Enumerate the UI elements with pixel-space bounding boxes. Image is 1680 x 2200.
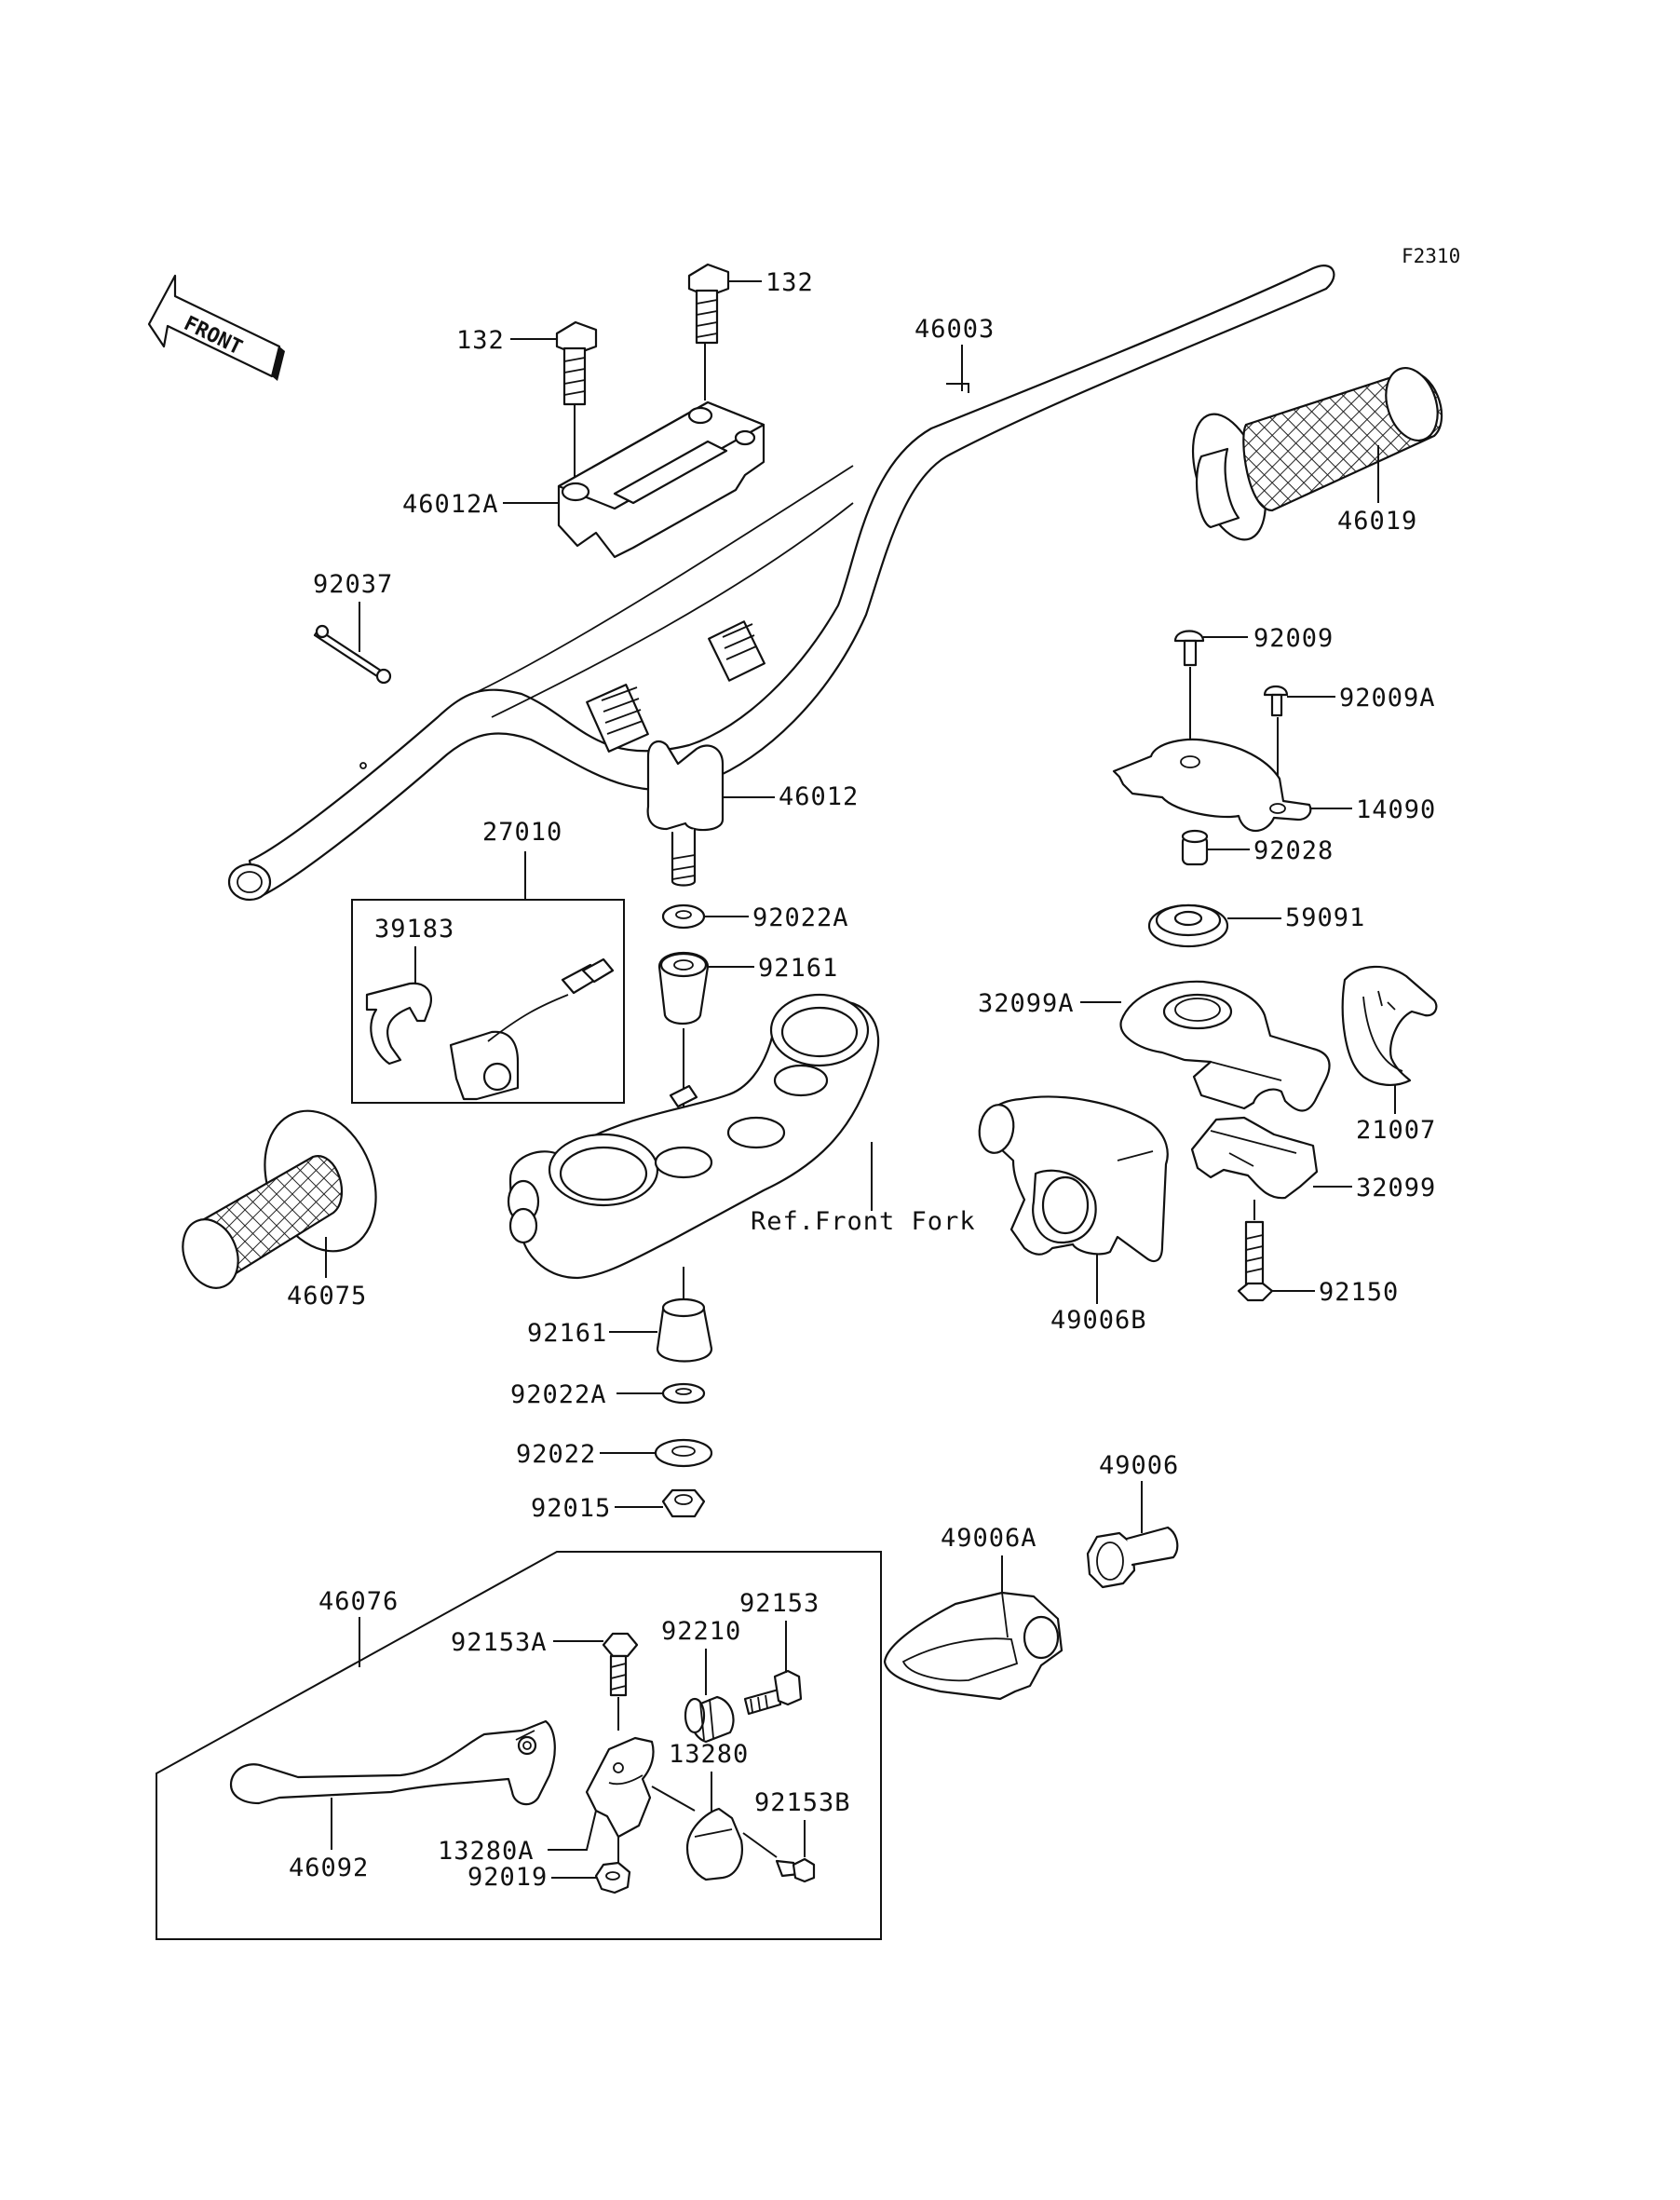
screw-92009a bbox=[1263, 685, 1289, 717]
label-46092: 46092 bbox=[289, 1854, 369, 1882]
label-92022a-top: 92022A bbox=[752, 903, 849, 932]
switch-assy-box bbox=[351, 899, 625, 1104]
label-92037: 92037 bbox=[313, 570, 393, 599]
switch-39183 bbox=[365, 957, 615, 1101]
grip-46075 bbox=[182, 1109, 377, 1289]
label-49006b: 49006B bbox=[1050, 1306, 1147, 1335]
label-92028: 92028 bbox=[1253, 836, 1334, 865]
label-49006: 49006 bbox=[1099, 1451, 1179, 1480]
bolt-92153 bbox=[743, 1669, 803, 1716]
pulley-59091 bbox=[1147, 903, 1229, 948]
holder-13280 bbox=[685, 1807, 743, 1881]
washer-92022a-bottom bbox=[661, 1382, 706, 1405]
lever-assy-box bbox=[156, 1551, 882, 1940]
label-46012: 46012 bbox=[779, 782, 859, 811]
washer-92022 bbox=[654, 1438, 713, 1468]
label-92153a: 92153A bbox=[451, 1628, 548, 1657]
label-13280: 13280 bbox=[669, 1740, 749, 1769]
label-46012a: 46012A bbox=[402, 490, 499, 519]
label-49006a: 49006A bbox=[941, 1524, 1037, 1553]
label-39183: 39183 bbox=[374, 915, 454, 944]
holder-49006a bbox=[883, 1591, 1064, 1701]
bolt-132-b bbox=[555, 320, 598, 406]
holder-46012 bbox=[646, 740, 725, 887]
label-132-a: 132 bbox=[765, 268, 814, 297]
adjuster-49006 bbox=[1086, 1526, 1179, 1589]
label-92153: 92153 bbox=[739, 1589, 820, 1618]
label-92161-top: 92161 bbox=[758, 954, 838, 983]
front-arrow-icon: FRONT bbox=[147, 274, 285, 381]
label-92009: 92009 bbox=[1253, 624, 1334, 653]
label-13280a: 13280A bbox=[438, 1837, 535, 1866]
label-92019: 92019 bbox=[467, 1863, 548, 1892]
label-46075: 46075 bbox=[287, 1282, 367, 1310]
adjuster-92210 bbox=[684, 1695, 735, 1744]
label-92210: 92210 bbox=[661, 1617, 741, 1646]
screw-92009 bbox=[1173, 630, 1205, 667]
ref-front-fork: Ref.Front Fork bbox=[751, 1207, 976, 1236]
label-46019: 46019 bbox=[1337, 507, 1417, 536]
label-21007: 21007 bbox=[1356, 1116, 1436, 1145]
label-92022: 92022 bbox=[516, 1440, 596, 1469]
throttle-49006b bbox=[978, 1095, 1169, 1263]
handlebar-46003 bbox=[227, 265, 1335, 902]
label-59091: 59091 bbox=[1285, 903, 1365, 932]
washer-92022a-top bbox=[661, 903, 706, 930]
nut-92019 bbox=[594, 1861, 631, 1894]
bolt-132-a bbox=[687, 263, 730, 345]
label-32099: 32099 bbox=[1356, 1174, 1436, 1202]
holder-46012a bbox=[557, 401, 765, 559]
label-92022a-bottom: 92022A bbox=[510, 1380, 607, 1409]
label-132-b: 132 bbox=[456, 326, 505, 355]
figure-code: F2310 bbox=[1402, 245, 1460, 267]
label-92009a: 92009A bbox=[1339, 684, 1436, 713]
case-32099 bbox=[1190, 1116, 1319, 1200]
lever-46092 bbox=[229, 1719, 556, 1806]
label-27010: 27010 bbox=[482, 818, 562, 847]
triple-clamp bbox=[507, 993, 880, 1280]
label-46003: 46003 bbox=[915, 315, 995, 344]
label-92153b: 92153B bbox=[754, 1788, 851, 1817]
label-32099a: 32099A bbox=[978, 989, 1075, 1018]
band-92037 bbox=[313, 624, 392, 685]
bolt-92153b bbox=[775, 1857, 816, 1883]
nut-92015 bbox=[661, 1488, 706, 1518]
grip-46019 bbox=[1191, 367, 1443, 541]
label-14090: 14090 bbox=[1356, 795, 1436, 824]
damper-92161-bottom bbox=[656, 1297, 713, 1363]
label-46076: 46076 bbox=[318, 1587, 399, 1616]
cover-21007 bbox=[1341, 965, 1438, 1086]
label-92150: 92150 bbox=[1319, 1278, 1399, 1307]
label-92015: 92015 bbox=[531, 1494, 611, 1523]
collar-92028 bbox=[1181, 829, 1209, 866]
holder-13280a bbox=[585, 1736, 655, 1839]
case-32099a bbox=[1119, 980, 1331, 1112]
label-92161-bottom: 92161 bbox=[527, 1319, 607, 1348]
bolt-92153a bbox=[602, 1632, 639, 1697]
damper-92161-top bbox=[657, 951, 710, 1025]
cover-14090 bbox=[1112, 738, 1312, 832]
bolt-92150 bbox=[1237, 1220, 1274, 1302]
